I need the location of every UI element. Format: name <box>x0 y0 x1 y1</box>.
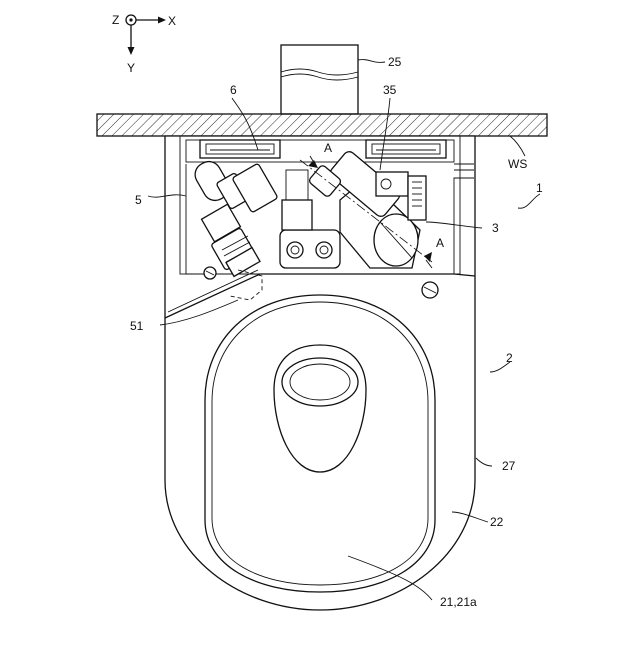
label-a-top: A <box>324 141 332 155</box>
wall-surface-ws <box>97 114 547 136</box>
label-21-21a: 21,21a <box>440 595 477 609</box>
label-5: 5 <box>135 193 142 207</box>
screw-left <box>204 267 216 279</box>
label-1: 1 <box>536 181 543 195</box>
label-2: 2 <box>506 351 513 365</box>
screw-right <box>422 282 438 298</box>
label-a-bottom: A <box>436 236 444 250</box>
z-axis-label: Z <box>112 13 119 27</box>
y-axis-label: Y <box>127 61 135 75</box>
y-axis-arrow-icon <box>128 47 135 55</box>
label-35: 35 <box>383 83 397 97</box>
label-22: 22 <box>490 515 504 529</box>
label-3: 3 <box>492 221 499 235</box>
label-6: 6 <box>230 83 237 97</box>
label-ws: WS <box>508 157 527 171</box>
label-25: 25 <box>388 55 402 69</box>
label-27: 27 <box>502 459 516 473</box>
drain-pipe-25 <box>281 45 358 114</box>
axis-indicator: Z X Y <box>112 13 176 75</box>
x-axis-arrow-icon <box>158 17 166 24</box>
label-51: 51 <box>130 319 144 333</box>
toilet-body-2 <box>165 136 475 610</box>
x-axis-label: X <box>168 14 176 28</box>
